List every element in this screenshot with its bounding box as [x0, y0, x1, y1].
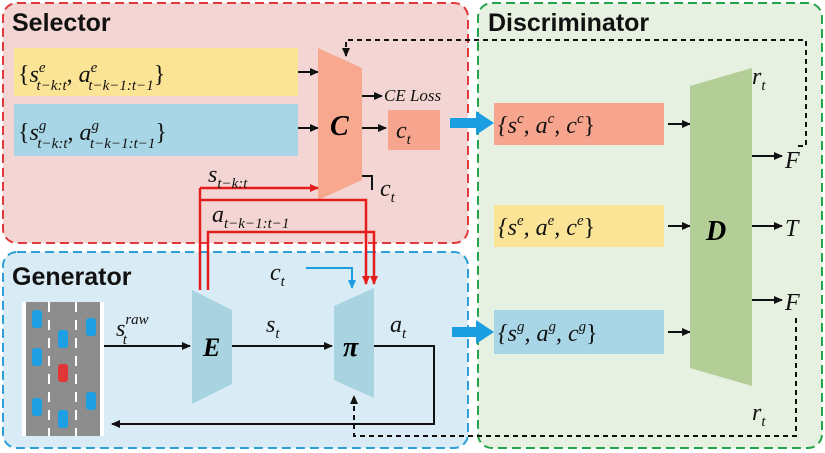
state-to-policy-line — [200, 198, 370, 285]
car-icon — [86, 392, 96, 410]
car-icon — [32, 310, 42, 328]
selector-module-c — [318, 48, 362, 200]
encoder-module-e-label: E — [202, 333, 220, 362]
policy-module-pi-label: π — [343, 332, 359, 363]
disc-output-t: T — [785, 216, 800, 242]
selector-ct-label: ct — [380, 176, 396, 206]
reward-bottom-path — [350, 318, 797, 437]
discriminator-module-d-label: D — [705, 216, 726, 247]
car-icon — [58, 330, 68, 348]
disc-input-c-box — [494, 103, 664, 145]
reward-bottom-label: rt — [752, 400, 766, 430]
disc-input-c-label: {sc, ac, cc} — [498, 111, 595, 139]
discriminator-title: Discriminator — [488, 9, 649, 37]
action-window-label: at−k−1:t−1 — [212, 202, 289, 232]
ct-to-policy-line — [362, 175, 373, 190]
context-to-policy-arrow — [306, 267, 356, 289]
reward-top-label: rt — [752, 64, 766, 94]
ce-loss-label: CE Loss — [384, 86, 442, 105]
disc-output-f-bottom: F — [784, 290, 800, 316]
context-label: ct — [270, 260, 286, 290]
expert-input-box — [14, 48, 298, 96]
generator-title: Generator — [12, 263, 132, 291]
encoder-module-e — [192, 290, 232, 404]
car-icon — [32, 398, 42, 416]
road-scene-image — [22, 302, 104, 436]
selected-context-box — [388, 110, 440, 150]
car-icon — [32, 348, 42, 366]
selected-context-label: ct — [396, 118, 412, 148]
disc-output-f-top: F — [784, 148, 800, 174]
disc-input-e-box — [494, 205, 664, 247]
generator-to-disc-arrow — [452, 320, 494, 344]
disc-input-e-label: {se, ae, ce} — [498, 213, 595, 241]
discriminator-module-d — [690, 68, 752, 386]
action-output-path — [111, 345, 435, 428]
selector-title: Selector — [12, 9, 111, 37]
generated-input-box — [14, 104, 298, 156]
disc-input-g-label: {sg, ag, cg} — [498, 319, 598, 347]
state-label: st — [266, 312, 280, 342]
car-icon — [58, 364, 68, 382]
state-window-label: st−k:t — [208, 162, 248, 192]
policy-module-pi — [334, 288, 374, 398]
disc-input-g-box — [494, 310, 664, 354]
action-label: at — [390, 312, 407, 342]
selector-to-disc-arrow — [450, 111, 494, 135]
car-icon — [86, 318, 96, 336]
action-window-line — [206, 230, 378, 290]
selector-module-c-label: C — [330, 111, 349, 142]
reward-top-path — [342, 39, 807, 147]
car-icon — [58, 410, 68, 428]
